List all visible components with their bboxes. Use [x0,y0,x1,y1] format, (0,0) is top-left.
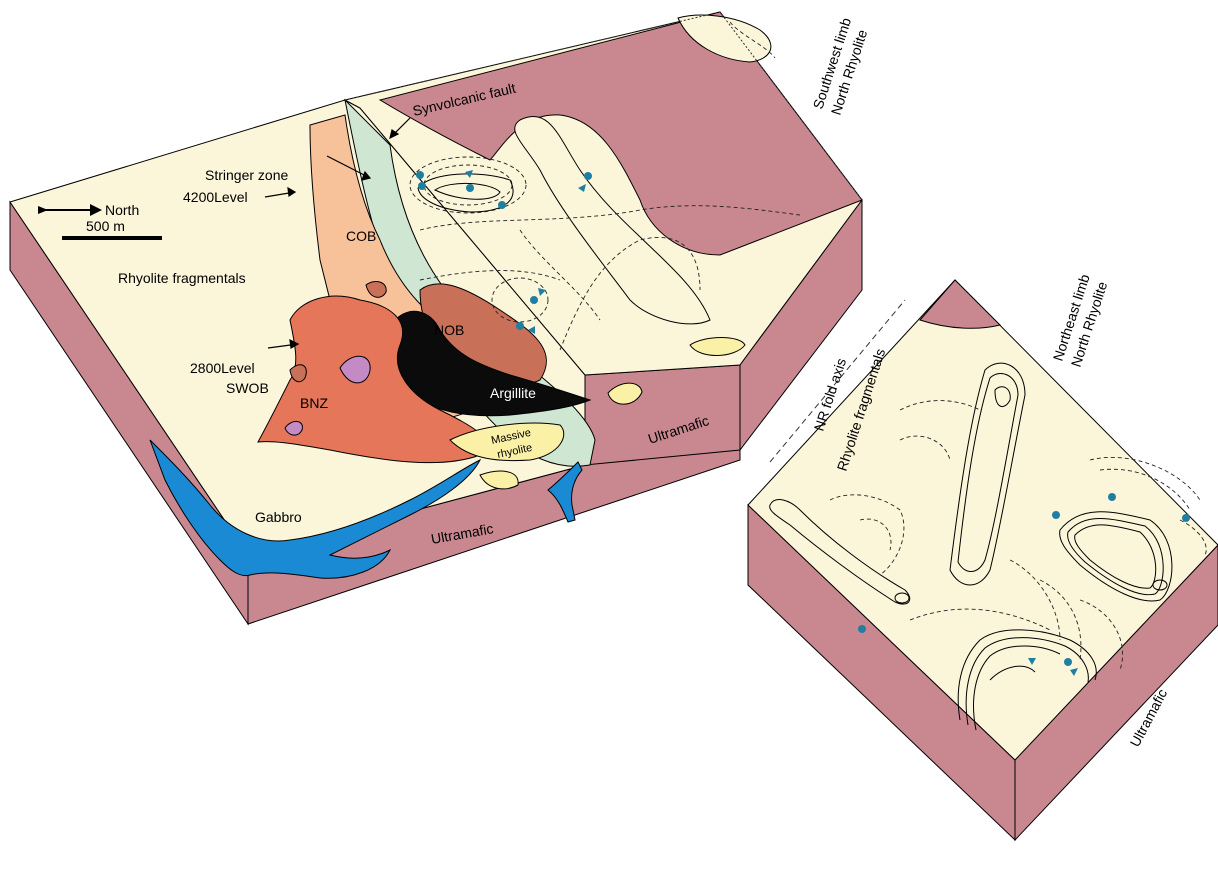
scale-label: 500 m [86,218,125,234]
cob-label: COB [346,228,376,244]
stringer-zone-label: Stringer zone [205,167,288,183]
right-block-side-face-left [585,365,740,465]
nob-label: NOB [434,322,464,338]
swob-label: SWOB [226,380,269,396]
argillite-label: Argillite [490,385,536,401]
level-4200-label: 4200Level [183,189,248,205]
scale-bar [62,236,162,240]
north-label: North [105,202,139,218]
rhyolite-fragmentals-left-label: Rhyolite fragmentals [118,270,246,286]
bnz-label: BNZ [300,395,328,411]
right-block-pink-corner [920,280,1000,328]
gabbro-label: Gabbro [255,509,302,525]
level-2800-label: 2800Level [190,360,255,376]
right-block [748,280,1218,840]
